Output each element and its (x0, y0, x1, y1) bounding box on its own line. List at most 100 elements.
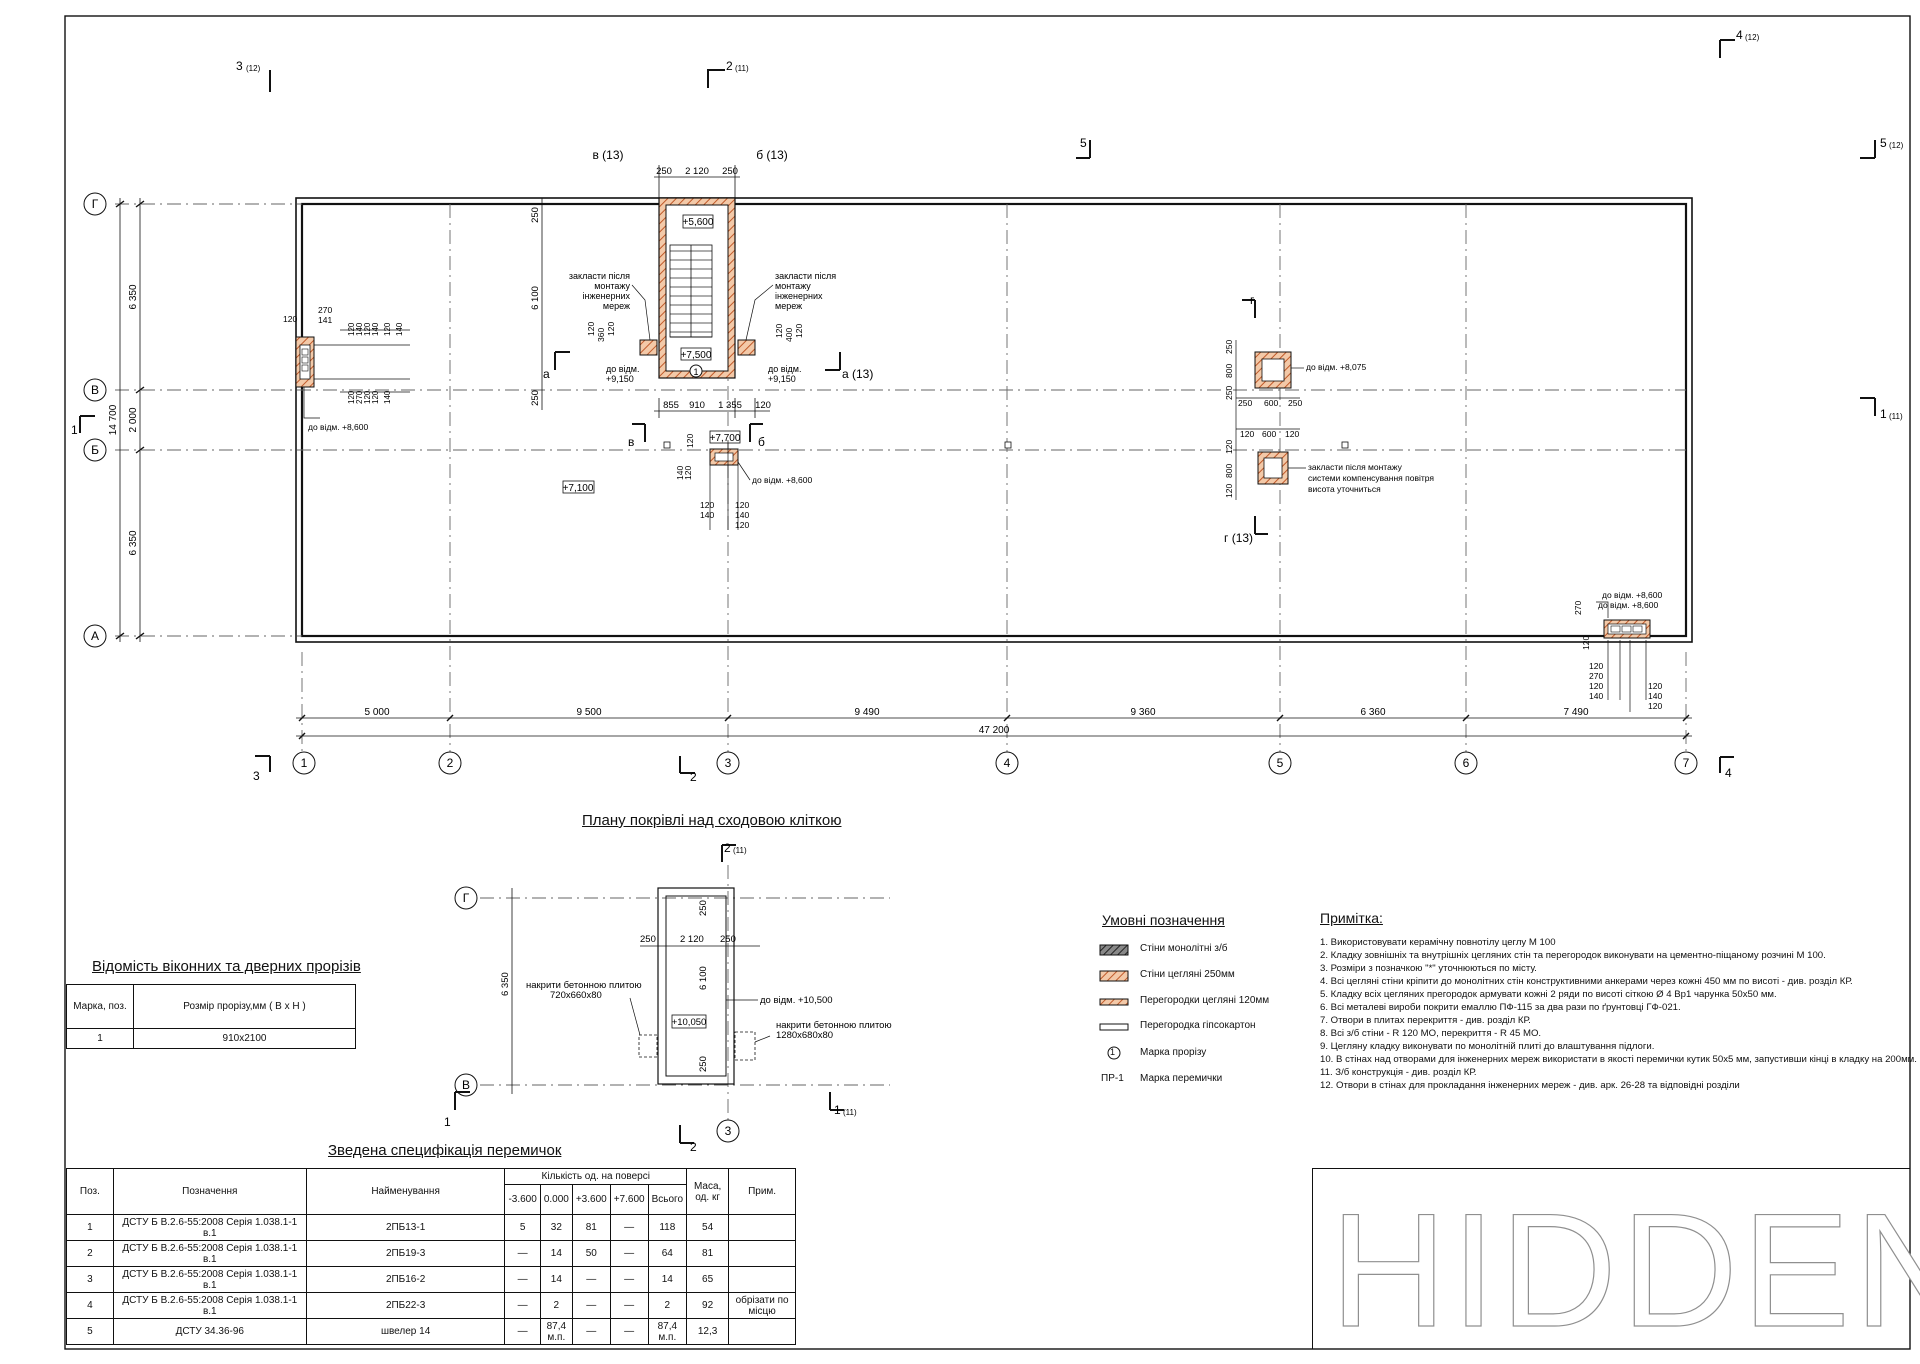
stair-note-left-4: мереж (603, 301, 630, 311)
legend-symbol-text: 1 (1110, 1047, 1116, 1057)
level-roof: +7,100 (563, 483, 594, 494)
roof-section-1-left: 1 (444, 1115, 451, 1129)
vent-left-sb-2: 270 (355, 390, 364, 404)
legend-label: Стіни монолітні з/б (1140, 943, 1228, 954)
note-item: 8. Всі з/б стіни - R 120 МО, перекриття … (1320, 1028, 1542, 1039)
spec-cell: 1 (66, 1214, 114, 1241)
shaft-dm-3: 250 (1288, 398, 1302, 408)
shaft-dm2-1: 120 (1240, 429, 1254, 439)
vent-right-level-a: до відм. +8,600 (1602, 590, 1662, 600)
vent-right-s2: 270 (1589, 671, 1603, 681)
section-4-top: 4 (1736, 28, 1743, 42)
note-item: 7. Отвори в плитах перекриття - див. роз… (1320, 1015, 1531, 1026)
vent-left-top-1: 270 (318, 305, 332, 315)
spec-cell: 5 (504, 1214, 541, 1241)
spec-h-mass: Маса, од. кг (686, 1168, 730, 1215)
legend-item: Марка прорізу (1140, 1047, 1206, 1058)
vent-mid-side: 120 (685, 434, 695, 448)
stair-rsd-1: 120 (774, 324, 784, 338)
section-2-top: 2 (726, 59, 733, 73)
section-5-right-ref: (12) (1889, 141, 1904, 150)
openings-title: Відомість віконних та дверних прорізів (92, 958, 361, 975)
spec-cell: — (571, 1266, 611, 1293)
shaft-dt-2: 800 (1224, 364, 1234, 378)
shaft-level: до відм. +8,075 (1306, 362, 1366, 372)
title-block (1312, 1168, 1910, 1349)
dim-bottom-6: 7 490 (1563, 707, 1588, 718)
roof-dim-left: 6 350 (500, 972, 511, 996)
spec-cell: — (504, 1318, 541, 1345)
stair-lsd-1: 120 (586, 322, 596, 336)
dimension-chain-left (115, 198, 145, 642)
legend-label: Перегородка гіпсокартон (1140, 1020, 1256, 1031)
openings-header-size: Розмір прорізу,мм ( В х Н ) (133, 984, 356, 1029)
roof-level: +10,050 (672, 1017, 707, 1028)
openings-header-mark: Марка, поз. (66, 984, 134, 1029)
note-item: 9. Цегляну кладку виконувати по монолітн… (1320, 1041, 1655, 1052)
dim-left-1: 6 350 (128, 284, 139, 309)
node-b13: б (13) (756, 148, 788, 162)
openings-cell: 910х2100 (133, 1028, 356, 1049)
roof-note-right-2: 1280х680х80 (776, 1030, 833, 1041)
dim-left-3: 6 350 (128, 530, 139, 555)
vent-mid-b5: 120 (735, 520, 749, 530)
spec-cell: ДСТУ 34.36-96 (112, 1318, 307, 1345)
spec-cell: 14 (647, 1266, 688, 1293)
lintels-title: Зведена специфікація перемичок (328, 1142, 562, 1159)
section-5-right: 5 (1880, 136, 1887, 150)
spec-cell: 65 (686, 1266, 730, 1293)
node-v-small: в (628, 435, 634, 449)
section-4-bot: 4 (1725, 766, 1732, 780)
spec-cell: 32 (539, 1214, 573, 1241)
shaft-dm-1: 250 (1238, 398, 1252, 408)
roof-dim-top-2: 2 120 (680, 934, 704, 945)
spec-h-floor: 0.000 (539, 1184, 573, 1215)
dim-left-total: 14 700 (108, 404, 119, 435)
stair-dim-top-3: 250 (722, 166, 738, 177)
node-v13: в (13) (592, 148, 623, 162)
shaft-dm-2: 600 (1264, 398, 1278, 408)
shaft-note-1: закласти після монтажу (1308, 462, 1403, 472)
grid-label-2: 2 (447, 756, 454, 770)
vent-left (295, 336, 315, 388)
stair-level-left-1: до відм. (606, 364, 639, 374)
vent-mid-level: до відм. +8,600 (752, 475, 812, 485)
vent-right-t2: 140 (1648, 691, 1662, 701)
section-2-bot: 2 (690, 770, 697, 784)
stair-dim-left-top: 250 (530, 207, 541, 223)
legend-label: Стіни цегляні 250мм (1140, 969, 1235, 980)
spec-h-pos: Поз. (66, 1168, 114, 1215)
stair-note-right-4: мереж (775, 301, 802, 311)
stair-note-left-2: монтажу (594, 281, 630, 291)
note-item: 1. Використовувати керамічну повнотілу ц… (1320, 937, 1556, 948)
spec-cell: — (504, 1240, 541, 1267)
stair-note-left-3: інженерних (583, 291, 631, 301)
vent-left-top-2: 141 (318, 315, 332, 325)
shaft-dt-3: 250 (1224, 386, 1234, 400)
spec-cell: — (571, 1318, 611, 1345)
roof-dim-mid: 6 100 (698, 966, 709, 990)
section-3-top: 3 (236, 59, 243, 73)
section-1-right-ref: (11) (1889, 412, 1903, 421)
vent-mid-left-1: 140 (675, 466, 685, 480)
grid-bubbles-columns: 1 2 3 4 5 6 7 (292, 751, 1698, 775)
grid-label-5: 5 (1277, 756, 1284, 770)
grid-label-4: 4 (1004, 756, 1011, 770)
note-item: 6. Всі металеві вироби покрити емаллю ПФ… (1320, 1002, 1681, 1013)
shaft-upper (1254, 351, 1292, 389)
vent-left-st-2: 140 (355, 322, 364, 336)
legend-title: Умовні позначення (1102, 912, 1225, 928)
legend-label: Марка прорізу (1140, 1047, 1207, 1058)
stair-dim-top-2: 2 120 (685, 166, 709, 177)
roof-dim-top-1: 250 (640, 934, 656, 945)
spec-h-name: Найменування (305, 1168, 506, 1215)
spec-h-floor: +3.600 (571, 1184, 611, 1215)
sheet-frame (64, 15, 1911, 1350)
dim-total: 47 200 (979, 725, 1010, 736)
shaft-dm2-2: 600 (1262, 429, 1276, 439)
roof-note-left-2: 720х660х80 (550, 990, 602, 1001)
grid-axes (115, 203, 1687, 752)
spec-cell: 2ПБ19-3 (305, 1240, 506, 1267)
shaft-db-3: 120 (1224, 484, 1234, 498)
